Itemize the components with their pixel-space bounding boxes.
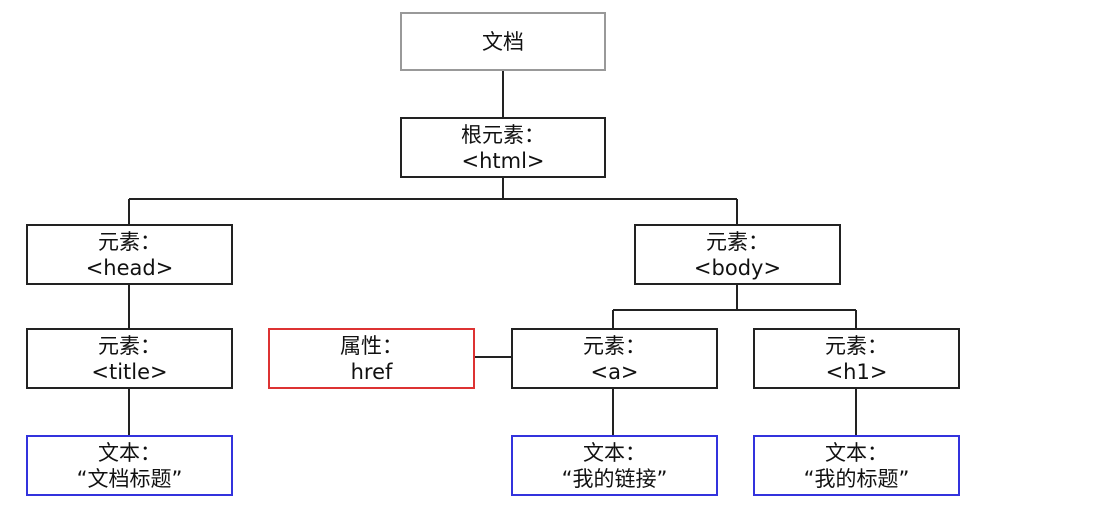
node-body-line1: 元素： xyxy=(706,229,769,254)
node-href-attribute-line1: 属性： xyxy=(340,333,403,358)
node-document: 文档 xyxy=(400,12,606,71)
node-href-attribute-line2: href xyxy=(350,359,393,384)
node-h1-line1: 元素： xyxy=(825,333,888,358)
node-a: 元素： <a> xyxy=(511,328,718,389)
node-html-line1: 根元素： xyxy=(461,122,545,147)
node-html: 根元素： <html> xyxy=(400,117,606,178)
node-document-label: 文档 xyxy=(482,29,524,54)
node-a-line2: <a> xyxy=(590,359,639,384)
node-title-line2: <title> xyxy=(91,359,168,384)
node-h1: 元素： <h1> xyxy=(753,328,960,389)
node-html-line2: <html> xyxy=(461,148,545,173)
node-a-text-line2: “我的链接” xyxy=(561,466,668,491)
node-a-text: 文本： “我的链接” xyxy=(511,435,718,496)
node-title: 元素： <title> xyxy=(26,328,233,389)
node-h1-text-line2: “我的标题” xyxy=(803,466,910,491)
node-h1-text: 文本： “我的标题” xyxy=(753,435,960,496)
node-title-text: 文本： “文档标题” xyxy=(26,435,233,496)
node-head: 元素： <head> xyxy=(26,224,233,285)
node-h1-line2: <h1> xyxy=(825,359,888,384)
node-head-line2: <head> xyxy=(85,255,174,280)
node-a-text-line1: 文本： xyxy=(583,440,646,465)
node-head-line1: 元素： xyxy=(98,229,161,254)
node-href-attribute: 属性： href xyxy=(268,328,475,389)
node-title-line1: 元素： xyxy=(98,333,161,358)
node-title-text-line2: “文档标题” xyxy=(76,466,183,491)
node-title-text-line1: 文本： xyxy=(98,440,161,465)
node-body-line2: <body> xyxy=(693,255,782,280)
node-a-line1: 元素： xyxy=(583,333,646,358)
node-body: 元素： <body> xyxy=(634,224,841,285)
node-h1-text-line1: 文本： xyxy=(825,440,888,465)
